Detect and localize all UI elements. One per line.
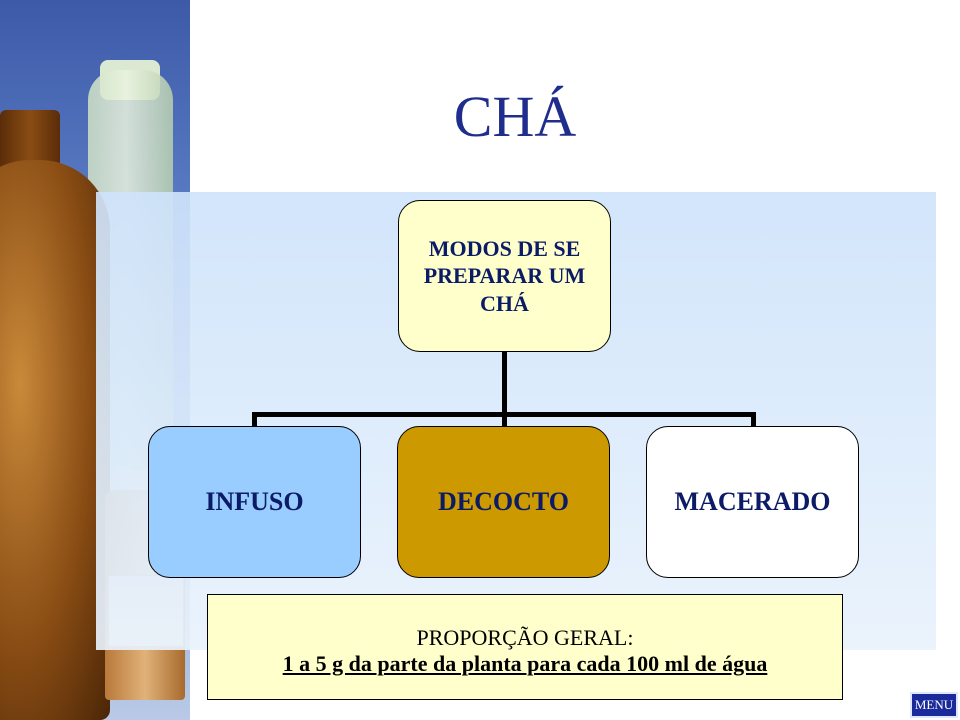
connector-infuso — [252, 412, 257, 428]
proportion-heading: PROPORÇÃO GERAL: — [416, 625, 634, 650]
node-macerado-label: MACERADO — [674, 487, 831, 516]
menu-button[interactable]: MENU — [910, 692, 958, 718]
node-macerado: MACERADO — [646, 426, 859, 578]
slide-title: CHÁ — [453, 84, 577, 149]
node-infuso: INFUSO — [148, 426, 361, 578]
root-node-modos-de-preparo: MODOS DE SE PREPARAR UM CHÁ — [398, 200, 611, 352]
proportion-text: 1 a 5 g da parte da planta para cada 100… — [282, 651, 768, 676]
node-decocto-label: DECOCTO — [438, 487, 569, 516]
node-infuso-label: INFUSO — [205, 487, 304, 516]
proportion-note: PROPORÇÃO GERAL: 1 a 5 g da parte da pla… — [207, 594, 843, 700]
node-decocto: DECOCTO — [397, 426, 610, 578]
connector-root-down — [502, 352, 507, 416]
connector-decocto — [502, 412, 507, 428]
root-node-label: MODOS DE SE PREPARAR UM CHÁ — [423, 235, 586, 316]
brown-bottle — [0, 160, 110, 720]
connector-macerado — [751, 412, 756, 428]
